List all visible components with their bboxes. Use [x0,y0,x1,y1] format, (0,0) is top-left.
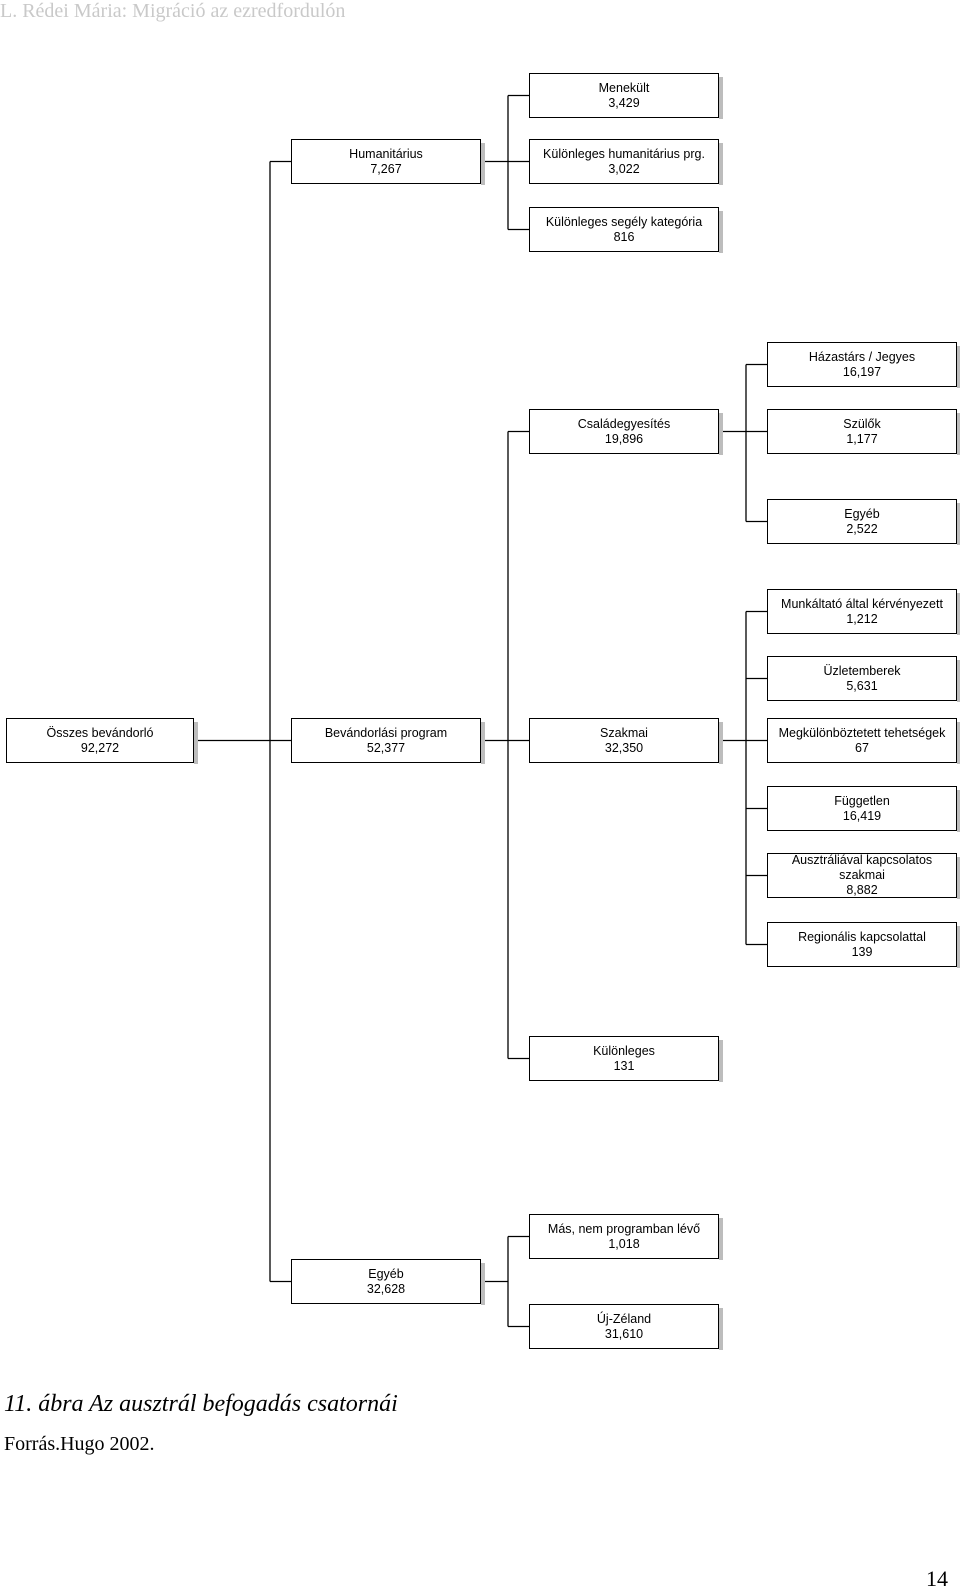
figure-source: Forrás.Hugo 2002. [4,1433,155,1455]
node-value: 7,267 [370,161,402,176]
connector-lines [194,94,767,1328]
node-value: 92,272 [80,740,120,755]
running-head: L. Rédei Mária: Migráció az ezredforduló… [0,0,346,22]
node-label: Szakmai [600,725,648,740]
node-label: Független [834,793,890,808]
node-label: Megkülönböztetett tehetségek [778,725,946,740]
node-label: Szülők [843,416,881,431]
node-label: Házastárs / Jegyes [808,349,916,364]
node-label: Ausztráliával kapcsolatos szakmai [791,853,933,882]
node-label: Különleges humanitárius prg. [543,146,705,161]
node-label: Humanitárius [349,146,423,161]
node-value: 1,018 [608,1236,640,1251]
node-value: 2,522 [846,521,878,536]
node-special-humanitarian: Különleges humanitárius prg.3,022 [529,139,723,185]
node-value: 1,177 [846,431,878,446]
node-label: Új-Zéland [596,1311,652,1326]
node-value: 3,022 [608,161,640,176]
node-label: Különleges segély kategória [545,214,703,229]
page-number: 14 [926,1566,948,1591]
node-value: 16,419 [842,808,882,823]
node-label: Más, nem programban lévő [547,1221,701,1236]
node-value: 16,197 [842,364,882,379]
node-label: Regionális kapcsolattal [798,929,926,944]
node-value: 3,429 [608,95,640,110]
node-label: Üzletemberek [823,663,901,678]
node-value: 131 [613,1058,635,1073]
node-label: Különleges [593,1043,655,1058]
node-label: Egyéb [844,506,880,521]
node-value: 5,631 [846,678,878,693]
figure-caption: 11. ábra Az ausztrál befogadás csatornái [4,1391,398,1417]
node-value: 32,350 [604,740,644,755]
node-label: Családegyesítés [577,416,671,431]
node-label: Bevándorlási program [324,725,448,740]
node-value: 67 [855,740,869,755]
node-label: Menekült [598,80,650,95]
node-label: Munkáltató által kérvényezett [781,596,943,611]
node-value: 52,377 [366,740,406,755]
node-value: 139 [851,944,873,959]
node-label: Egyéb [368,1266,404,1281]
node-value: 816 [613,229,635,244]
node-value: 32,628 [366,1281,406,1296]
node-value: 19,896 [604,431,644,446]
node-value: 8,882 [846,883,878,897]
node-value: 31,610 [604,1326,644,1341]
node-value: 1,212 [846,611,878,626]
node-label: Összes bevándorló [46,725,154,740]
